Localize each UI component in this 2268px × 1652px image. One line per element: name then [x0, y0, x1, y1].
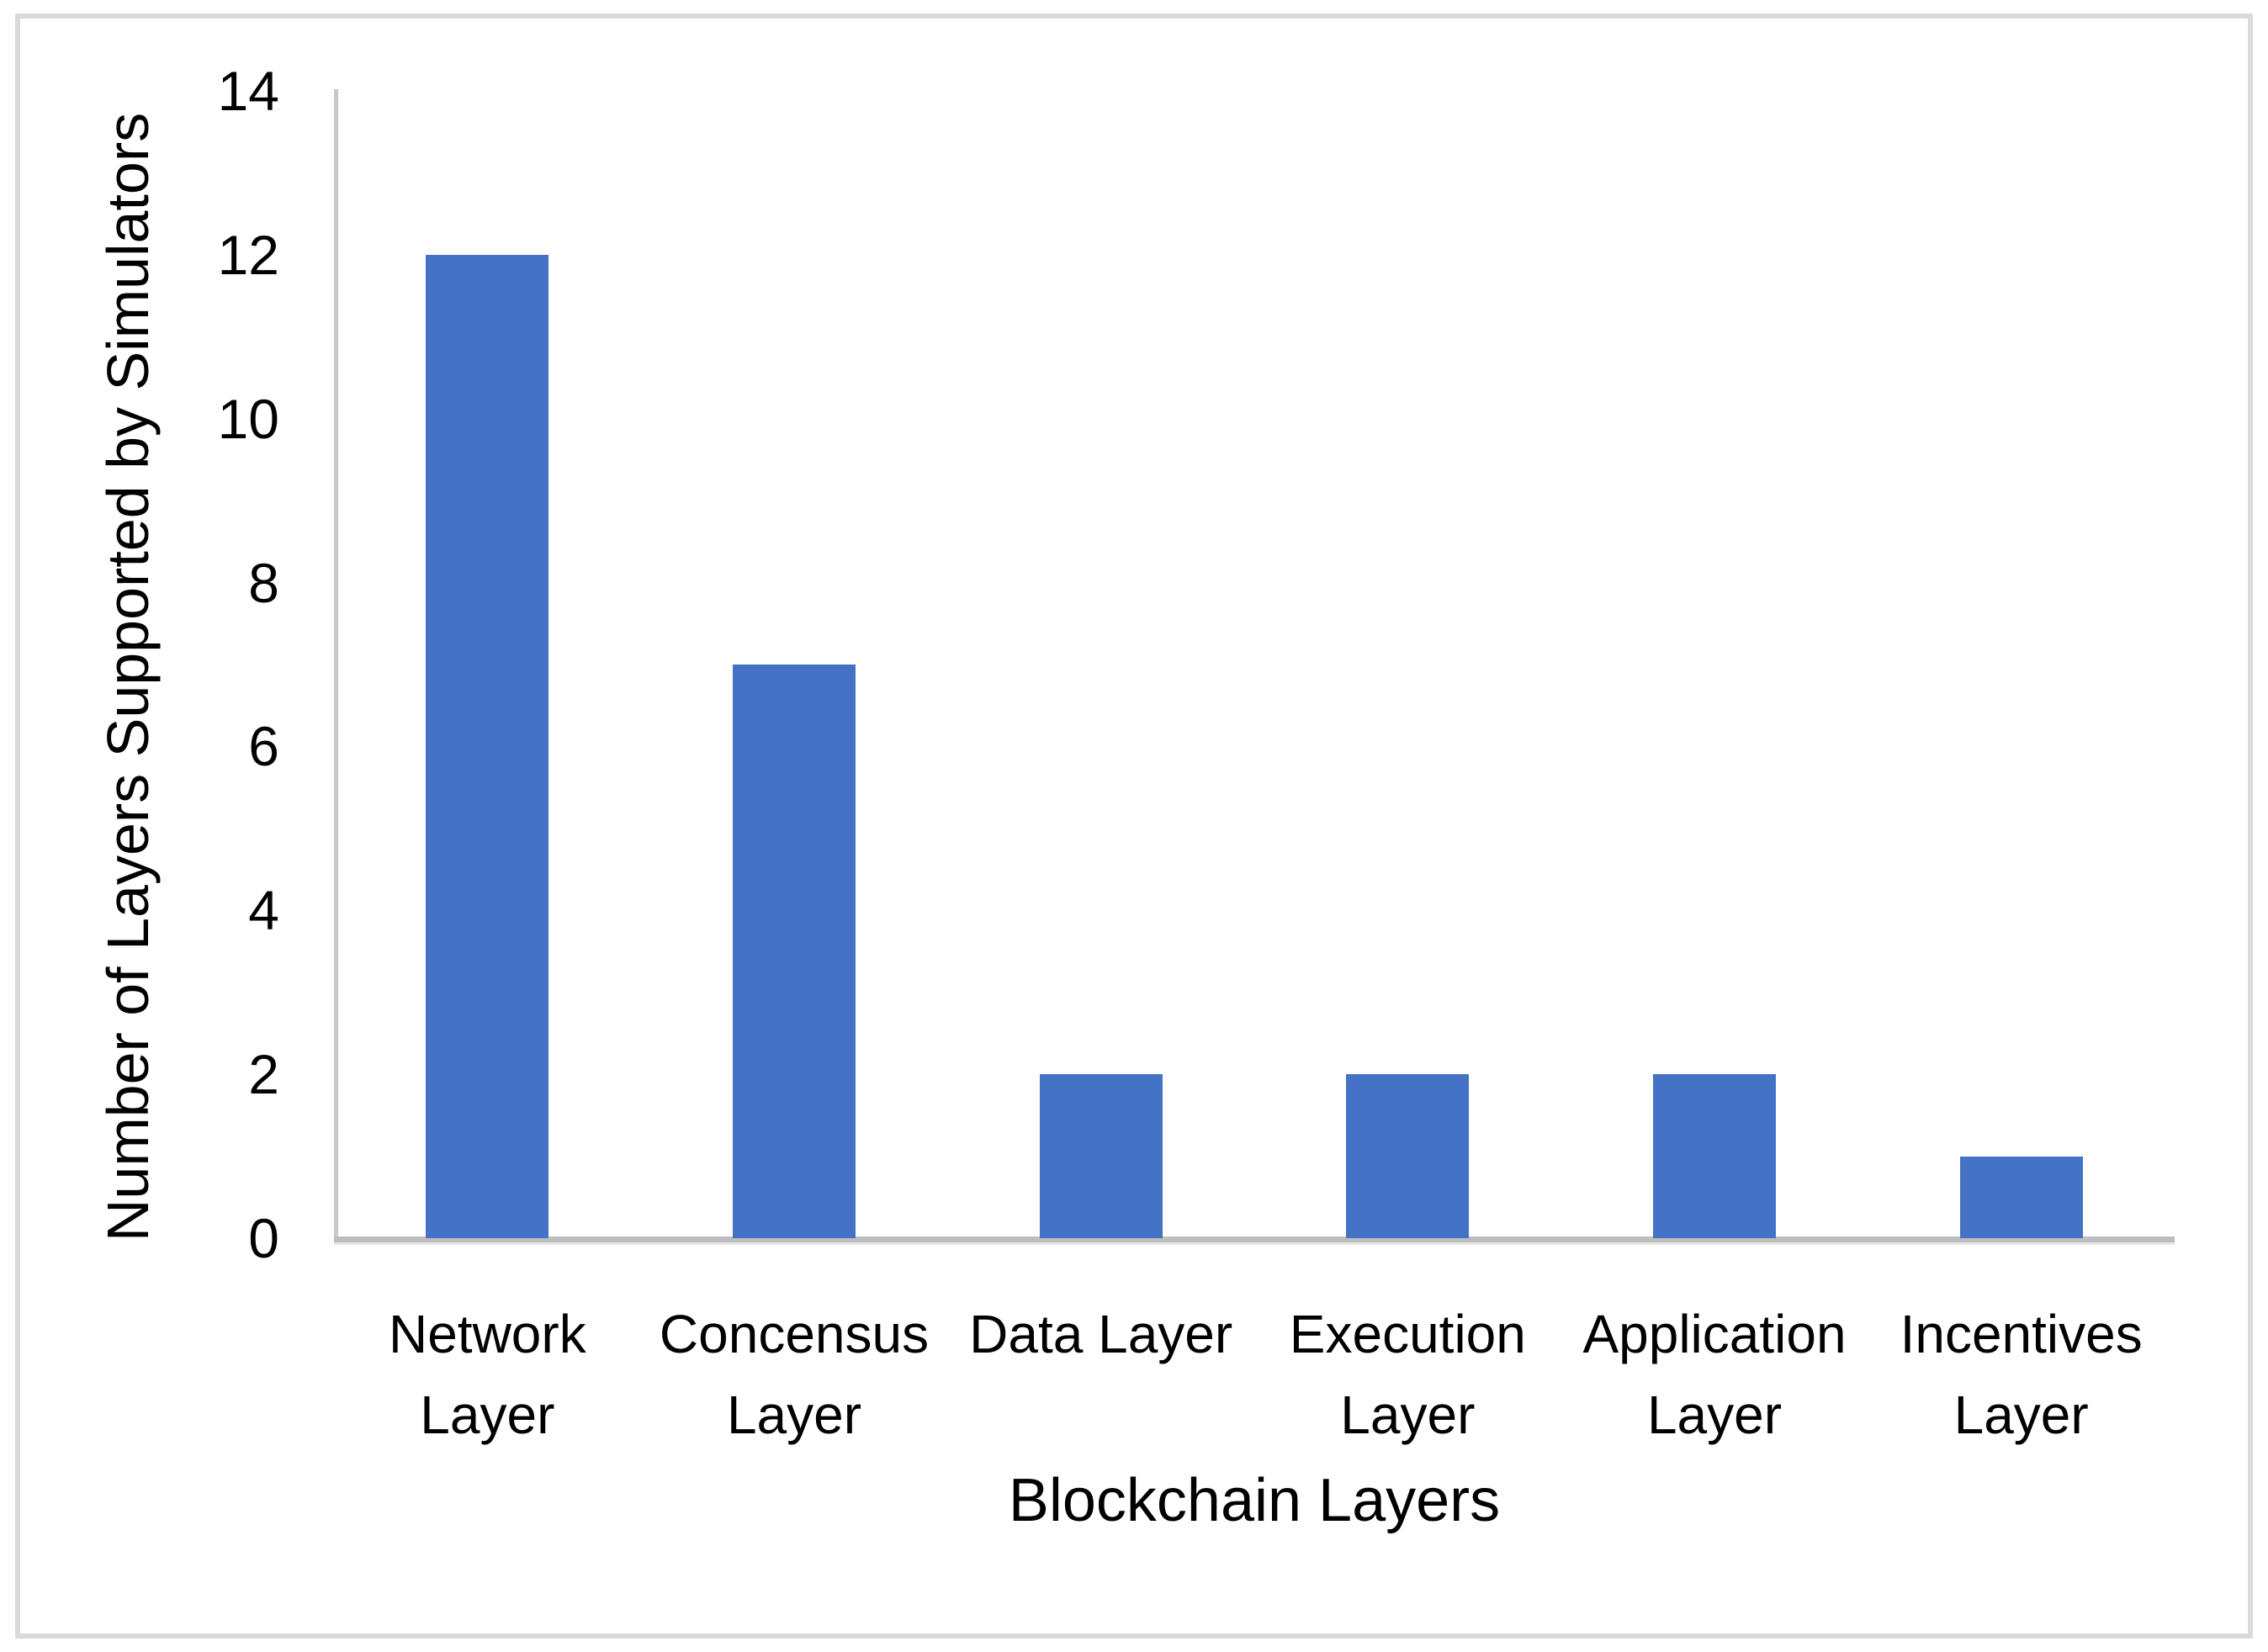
y-tick-label-10: 10 — [217, 387, 279, 450]
y-tick-label-12: 12 — [217, 223, 279, 286]
x-tick-label-incentives-layer: Incentives Layer — [1900, 1304, 2143, 1445]
y-tick-label-6: 6 — [248, 715, 279, 778]
x-tick-label-network-layer: Network Layer — [388, 1304, 586, 1445]
y-tick-label-2: 2 — [248, 1043, 279, 1106]
y-tick-label-8: 8 — [248, 551, 279, 614]
x-tick-label-concensus-layer: Concensus Layer — [659, 1304, 930, 1445]
bar-concensus-layer — [733, 665, 856, 1238]
y-tick-label-14: 14 — [217, 60, 279, 122]
bar-application-layer — [1653, 1074, 1776, 1238]
bar-network-layer — [426, 254, 549, 1238]
x-tick-label-data-layer: Data Layer — [969, 1304, 1233, 1364]
y-axis-line — [334, 89, 338, 1242]
bar-execution-layer — [1346, 1074, 1470, 1238]
x-axis-title: Blockchain Layers — [1008, 1467, 1501, 1534]
y-tick-label-0: 0 — [248, 1207, 279, 1269]
chart-border-frame — [15, 13, 2253, 1639]
x-axis-line — [334, 1236, 2175, 1242]
bar-incentives-layer — [1959, 1156, 2083, 1238]
bar-data-layer — [1039, 1074, 1163, 1238]
x-tick-label-execution-layer: Execution Layer — [1289, 1304, 1526, 1445]
y-tick-label-4: 4 — [248, 879, 279, 942]
x-tick-label-application-layer: Application Layer — [1582, 1304, 1847, 1445]
